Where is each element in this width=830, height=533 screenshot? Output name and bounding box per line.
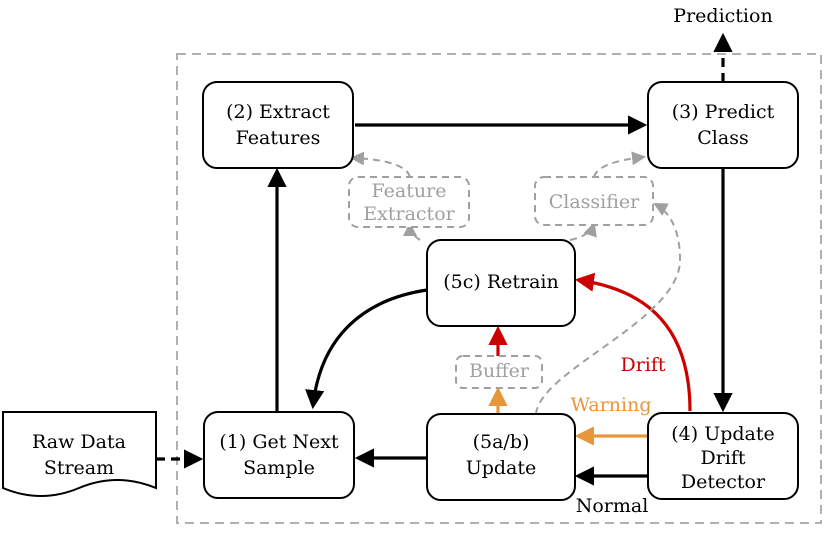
feature-extractor-line-1: Feature [372,180,447,202]
edge-retrain-to-classifier [569,222,597,241]
feature-extractor-line-2: Extractor [363,203,455,225]
get-next-box [203,411,355,499]
edge-classifier-to-predict [593,151,646,178]
update-line-1: (5a/b) [473,431,530,453]
buffer-box [455,355,543,389]
get-next-line-2: Sample [243,457,315,479]
edge-feature-extractor-to-extract [350,151,411,178]
node-extract-features: (2) Extract Features [202,81,354,169]
edge-update-to-classifier [535,203,682,415]
node-update-drift-detector: (4) Update Drift Detector [647,412,799,500]
label-drift: Drift [620,354,665,376]
update-line-2: Update [466,457,537,479]
label-warning: Warning [570,394,651,416]
raw-data-line-1: Raw Data [32,431,126,453]
predict-line-2: Class [697,127,748,149]
node-get-next-sample: (1) Get Next Sample [203,411,355,499]
node-buffer: Buffer [455,355,543,389]
node-predict-class: (3) Predict Class [647,81,799,169]
update-box [426,413,576,501]
detector-line-3: Detector [681,471,766,493]
node-raw-data-stream: Raw Data Stream [2,411,157,497]
extract-line-1: (2) Extract [226,101,330,123]
detector-box [647,412,799,500]
predict-box [647,81,799,169]
node-retrain: (5c) Retrain [426,239,576,327]
node-update: (5a/b) Update [426,413,576,501]
raw-data-shape [2,411,157,497]
edge-drift [574,272,692,412]
detector-line-2: Drift [700,447,745,469]
classifier-label: Classifier [549,191,640,213]
get-next-line-1: (1) Get Next [219,431,339,453]
raw-data-line-2: Stream [44,457,114,479]
system-boundary [176,53,822,524]
label-normal: Normal [576,495,649,517]
node-feature-extractor: Feature Extractor [348,176,470,228]
retrain-label: (5c) Retrain [443,271,559,293]
edge-retrain-to-getnext [305,288,428,410]
feature-extractor-box [348,176,470,228]
detector-line-1: (4) Update [671,423,775,445]
classifier-box [534,176,654,226]
node-classifier: Classifier [534,176,654,226]
predict-line-1: (3) Predict [672,101,775,123]
buffer-label: Buffer [469,360,530,382]
extract-box [202,81,354,169]
retrain-box [426,239,576,327]
label-prediction: Prediction [673,5,772,27]
extract-line-2: Features [236,127,321,149]
